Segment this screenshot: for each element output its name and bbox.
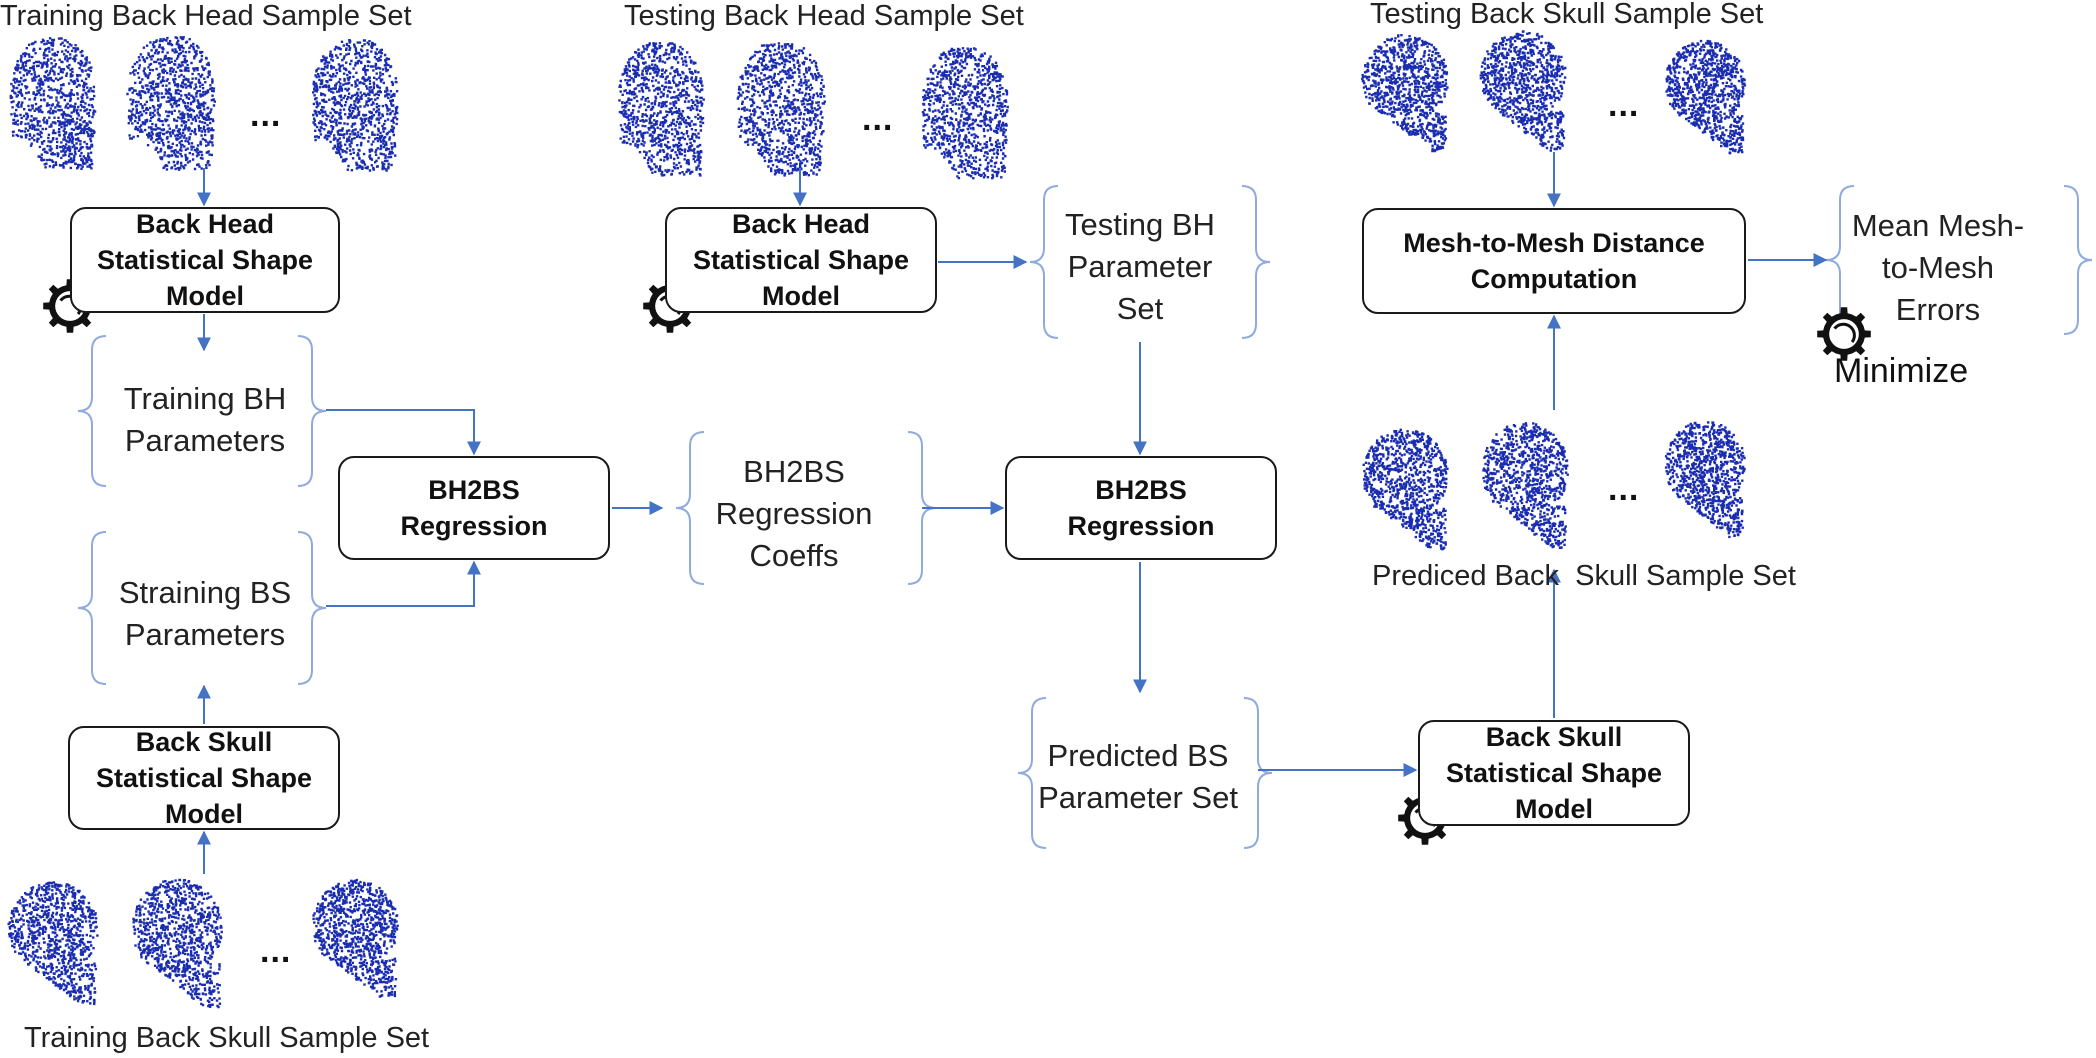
predicted-bs-parameter-set: Predicted BS Parameter Set [1038,738,1238,815]
mesh-to-mesh-distance-box: Mesh-to-Mesh Distance Computation [1362,208,1746,314]
testing-bh-sample-1 [618,42,705,177]
predicted-back-skull-sample-set-label: Prediced Back Skull Sample Set [1372,560,1796,592]
predicted-bs-sample-n [1664,421,1746,539]
arrow-train-bh-params-to-regression [326,409,481,456]
testing-back-head-ssm-box: Back Head Statistical Shape Model [665,207,937,313]
brace-open-training-bh [77,335,107,487]
training-bh-sample-1 [9,37,97,170]
ellipsis-testing-bs: ... [1608,86,1640,124]
gear-icon [1817,307,1871,361]
straining-bs-parameters: Straining BS Parameters [118,575,292,652]
testing-bs-sample-2 [1479,30,1567,152]
training-bh-sample-n [312,39,399,172]
brace-open-straining-bs [77,531,107,685]
brace-close-straining-bs [297,531,327,685]
training-bh-sample-2 [126,36,216,171]
training-back-skull-sample-set-label: Training Back Skull Sample Set [24,1022,430,1054]
brace-close-predicted-bs [1243,697,1273,849]
arrow-train-bs-params-to-regression [326,560,481,607]
ellipsis-predicted-bs: ... [1608,470,1640,508]
training-bs-sample-1 [7,881,99,1006]
testing-back-skull-sample-set-label: Testing Back Skull Sample Set [1370,0,1764,30]
training-bs-sample-n [312,878,399,998]
minimize-label: Minimize [1834,352,1969,390]
testing-bs-sample-n [1665,39,1747,155]
training-bs-sample-2 [132,878,223,1009]
point-cloud-layer [7,30,1747,1009]
bh2bs-regression-testing-box: BH2BS Regression [1005,456,1277,560]
testing-back-head-sample-set-label: Testing Back Head Sample Set [624,0,1024,32]
training-back-head-sample-set-label: Training Back Head Sample Set [0,0,412,32]
ellipsis-training-bs: ... [260,932,292,970]
bh2bs-regression-coeffs: BH2BS Regression Coeffs [715,454,873,573]
testing-bh-sample-n [921,47,1009,180]
training-back-skull-ssm-box: Back Skull Statistical Shape Model [68,726,340,830]
brace-close-testing-bh [1241,185,1271,339]
ellipsis-testing-bh: ... [862,100,894,138]
brace-open-testing-bh [1029,185,1059,339]
brace-close-errors [2063,185,2093,335]
bh2bs-regression-training-box: BH2BS Regression [338,456,610,560]
testing-bh-parameter-set: Testing BH Parameter Set [1065,207,1215,326]
training-bh-parameters: Training BH Parameters [123,381,287,458]
testing-back-skull-ssm-box: Back Skull Statistical Shape Model [1418,720,1690,826]
arrow-layer [197,152,1828,874]
training-back-head-ssm-box: Back Head Statistical Shape Model [70,207,340,313]
bracket-layer [77,185,2093,849]
testing-bs-sample-1 [1361,34,1449,153]
predicted-bs-sample-2 [1482,422,1569,549]
ellipsis-training-bh: ... [250,96,282,134]
mean-mesh-to-mesh-errors: Mean Mesh-to-Mesh Errors [1851,208,2025,327]
brace-open-coeffs [675,431,705,585]
testing-bh-sample-2 [736,42,826,177]
brace-open-predicted-bs [1017,697,1047,849]
predicted-bs-sample-1 [1362,428,1449,551]
